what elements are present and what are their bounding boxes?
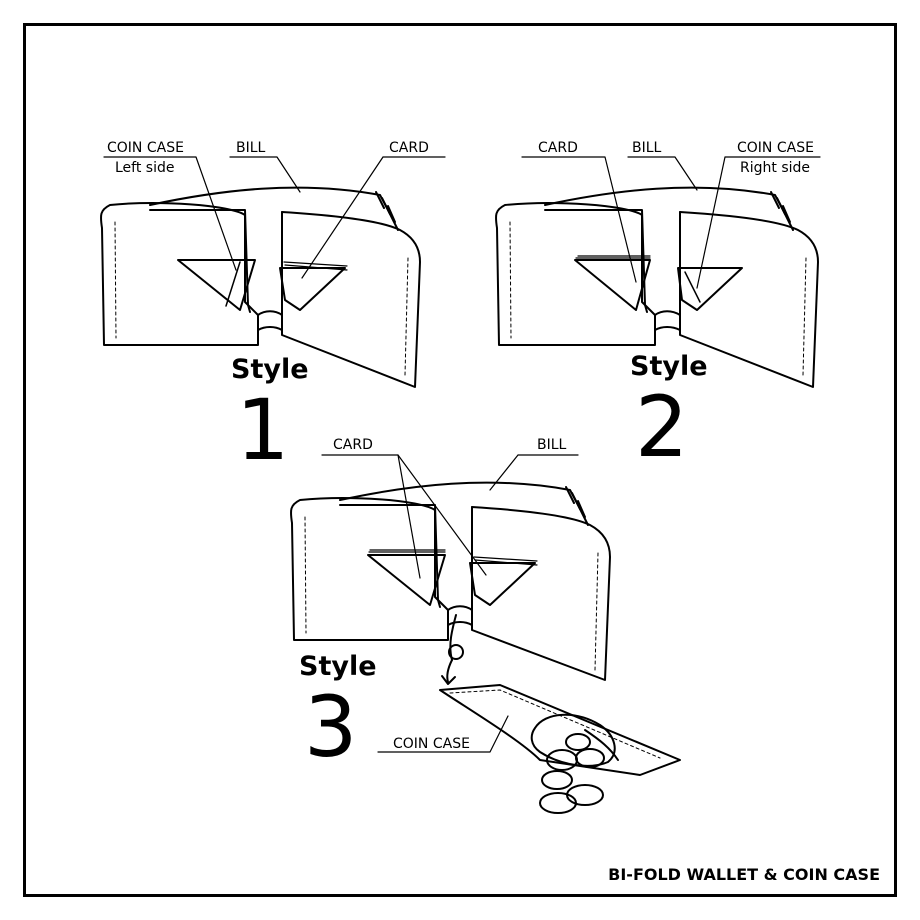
wallet-style-1 xyxy=(100,186,421,388)
style-2-word: Style xyxy=(630,351,708,382)
wallet-style-3 xyxy=(290,481,681,814)
wallet-style-2 xyxy=(495,186,819,388)
style-1-card-label: CARD xyxy=(389,140,429,156)
style-1-number: 1 xyxy=(236,381,290,479)
style-1-coin-case-side-label: Left side xyxy=(115,160,175,176)
style-3-card-label: CARD xyxy=(333,437,373,453)
style-3-word: Style xyxy=(299,651,377,682)
style-2-number: 2 xyxy=(635,378,689,476)
style-3-number: 3 xyxy=(304,678,358,776)
style-2-coin-case-side-label: Right side xyxy=(740,160,810,176)
style-1-coin-case-label: COIN CASE xyxy=(107,140,184,156)
style-2-card-label: CARD xyxy=(538,140,578,156)
label-leader-lines xyxy=(103,156,821,753)
style-1-bill-label: BILL xyxy=(236,140,266,156)
style-3-bill-label: BILL xyxy=(537,437,567,453)
style-2-bill-label: BILL xyxy=(632,140,662,156)
style-1-word: Style xyxy=(231,354,309,385)
style-2-coin-case-label: COIN CASE xyxy=(737,140,814,156)
outer-frame xyxy=(23,23,897,897)
style-3-coin-case-label: COIN CASE xyxy=(393,736,470,752)
product-caption: BI-FOLD WALLET & COIN CASE xyxy=(608,865,880,884)
